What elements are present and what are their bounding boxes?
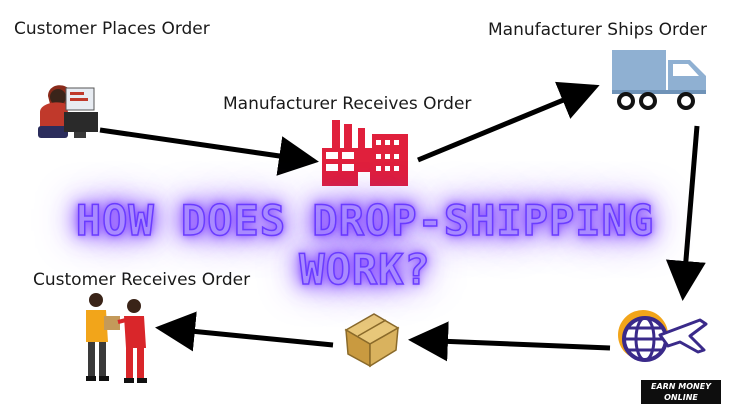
- brand-line-2: ONLINE: [664, 393, 698, 402]
- truck-icon: [612, 50, 706, 110]
- package-icon: [344, 313, 400, 368]
- headline-title: HOW DOES DROP-SHIPPING WORK?: [75, 195, 655, 295]
- arrow-factory-to-truck: [417, 81, 600, 163]
- customer-computer-icon: [38, 85, 98, 138]
- arrow-globe-to-package: [408, 321, 611, 362]
- brand-badge: EARN MONEY ONLINE: [641, 380, 721, 404]
- step-customer-places-order: Customer Places Order: [14, 19, 210, 39]
- delivery-people-icon: [86, 293, 147, 383]
- step-manufacturer-ships-order: Manufacturer Ships Order: [488, 20, 707, 40]
- factory-icon: [322, 120, 408, 186]
- step-manufacturer-receives-order: Manufacturer Receives Order: [223, 94, 472, 114]
- brand-line-1: EARN MONEY: [650, 382, 711, 391]
- step-customer-receives-order: Customer Receives Order: [33, 270, 251, 290]
- globe-plane-icon: [618, 310, 708, 362]
- arrow-package-to-customer: [155, 311, 334, 352]
- arrow-customer-to-factory: [99, 127, 319, 176]
- arrow-truck-to-globe: [665, 125, 706, 301]
